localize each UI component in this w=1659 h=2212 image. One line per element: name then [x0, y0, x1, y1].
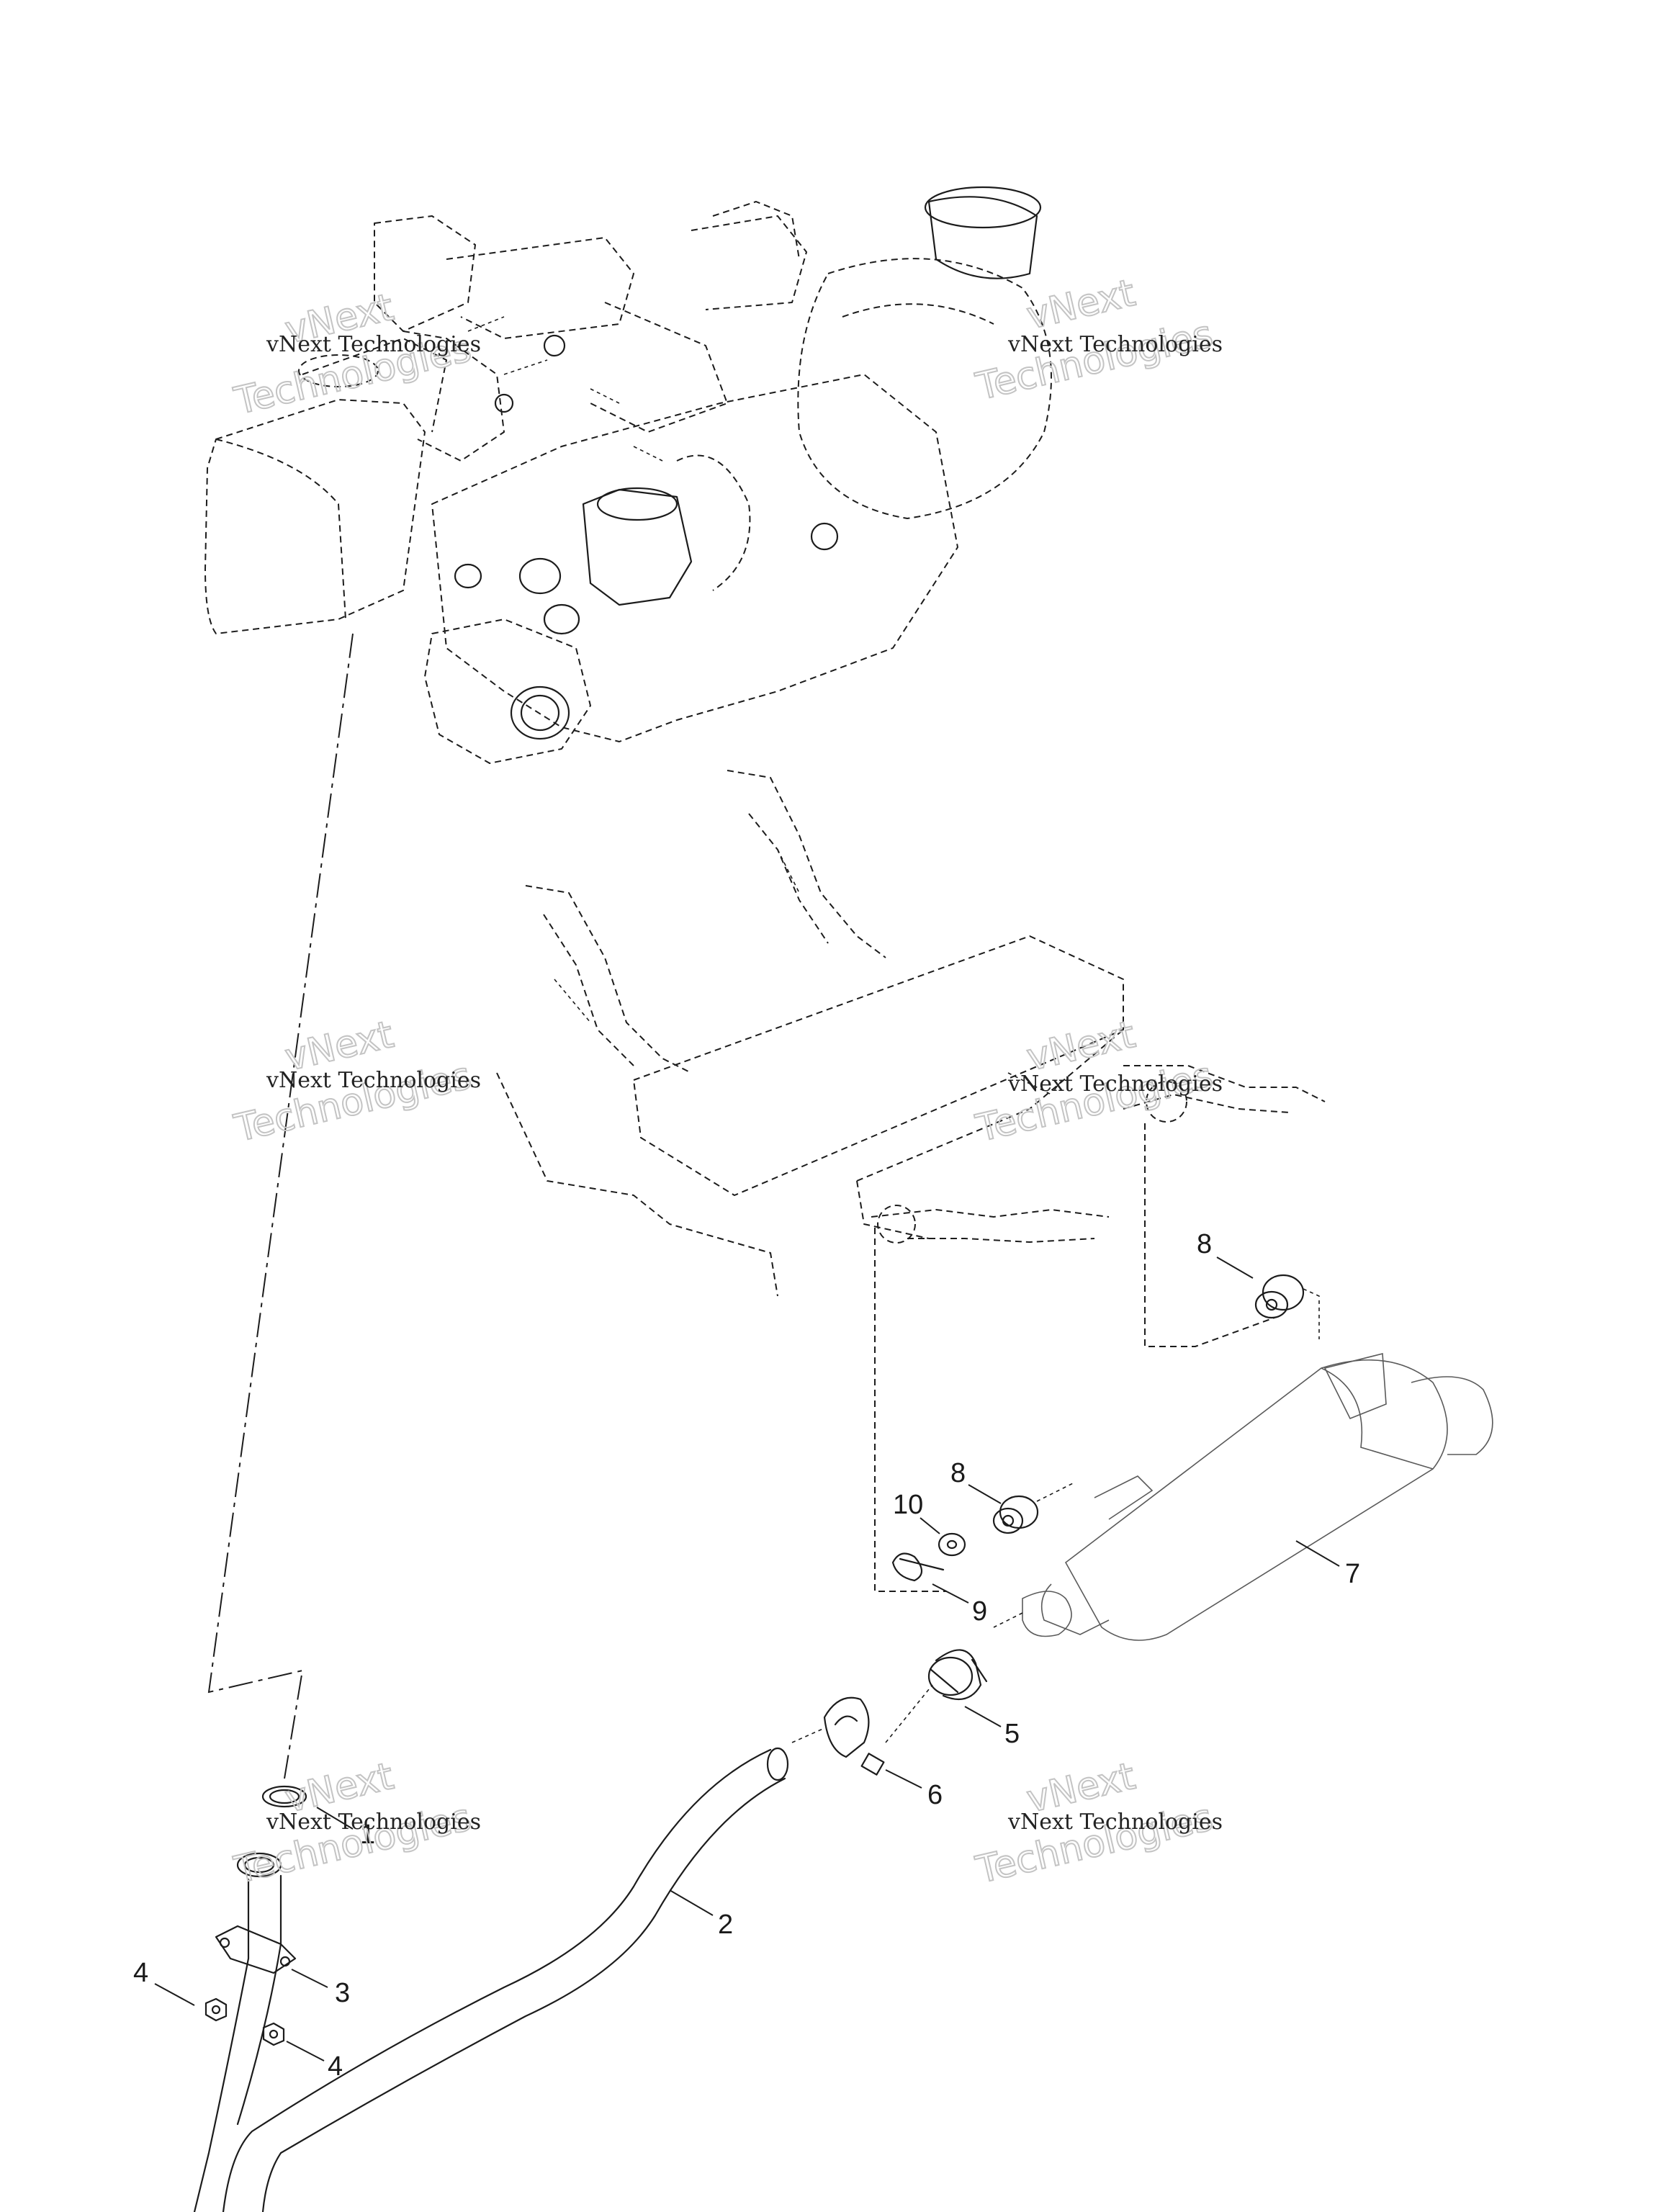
- watermark-text: vNext Technologies: [1007, 1809, 1223, 1835]
- frame-icon: [496, 770, 1326, 1592]
- callout-5: 5: [1004, 1719, 1020, 1749]
- callout-6: 6: [927, 1780, 943, 1810]
- engine-icon: [204, 186, 1052, 764]
- washer-icon: [938, 1532, 966, 1557]
- watermark-text: vNext Technologies: [1007, 332, 1223, 357]
- callout-2: 2: [718, 1910, 733, 1940]
- sleeve-icon: [927, 1649, 988, 1701]
- callout-9: 9: [972, 1596, 987, 1627]
- callout-8-lower: 8: [950, 1458, 966, 1488]
- svg-text:vNext: vNext: [1023, 1013, 1140, 1080]
- callout-3: 3: [335, 1978, 350, 2008]
- callout-4-right: 4: [328, 2051, 343, 2082]
- callout-7: 7: [1345, 1559, 1360, 1589]
- svg-text:vNext: vNext: [1023, 271, 1140, 338]
- clamp-icon: [791, 1684, 933, 1776]
- watermark-text: vNext Technologies: [266, 1809, 481, 1835]
- flange-icon: [215, 1852, 297, 1974]
- gasket-icon: [261, 1785, 307, 1808]
- watermark-text: vNext Technologies: [266, 1068, 481, 1093]
- muffler-icon: [1022, 1352, 1493, 1641]
- svg-text:Technologies: Technologies: [972, 313, 1217, 409]
- svg-text:Technologies: Technologies: [972, 1054, 1217, 1151]
- grommet-icon: [992, 1495, 1039, 1534]
- callout-1: 1: [360, 1820, 375, 1850]
- callout-4-left: 4: [133, 1958, 148, 1988]
- watermark-text: vNext Technologies: [1007, 1071, 1223, 1097]
- center-line: [207, 633, 354, 1779]
- watermark-text: vNext Technologies: [266, 332, 481, 357]
- callout-10: 10: [893, 1490, 923, 1520]
- callout-8-upper: 8: [1197, 1229, 1212, 1259]
- clip-icon: [891, 1552, 945, 1582]
- grommet-icon: [1254, 1274, 1305, 1319]
- nut-icon: [204, 1997, 228, 2022]
- nut-icon: [262, 2022, 285, 2046]
